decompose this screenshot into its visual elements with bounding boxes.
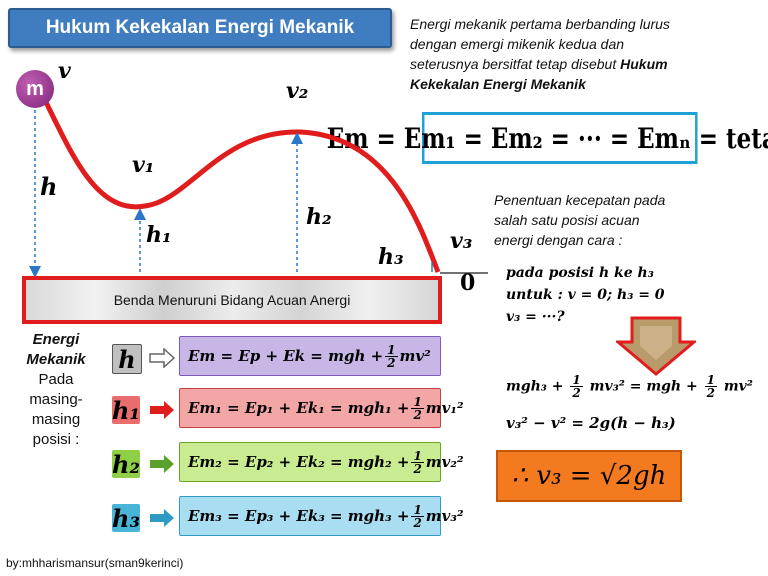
right-arrow-icon — [149, 348, 176, 368]
left-label-4: masing- — [29, 391, 83, 408]
track-diagram — [29, 88, 488, 278]
reference-ground: Benda Menuruni Bidang Acuan Anergi — [22, 276, 442, 324]
fraction-num: 1 — [385, 342, 398, 357]
h2-badge: h₂ — [112, 449, 140, 479]
step-3: v₃ = ···? — [506, 309, 565, 325]
row-h3-tail: mv₃² — [425, 507, 464, 525]
fraction-num: 1 — [411, 448, 424, 463]
step-2: untuk : v = 0; h₃ = 0 — [506, 287, 665, 303]
fraction-num: 1 — [570, 373, 583, 387]
v-label: v — [58, 58, 71, 84]
fraction-num: 1 — [411, 502, 424, 517]
h-label: h — [40, 172, 58, 201]
h-badge: h — [112, 344, 142, 374]
row-h1-tail: mv₁² — [425, 399, 464, 417]
down-arrow-icon — [616, 316, 696, 376]
h1-label: h₁ — [146, 222, 172, 248]
fraction-num: 1 — [411, 394, 424, 409]
left-label: Energi Mekanik Pada masing- masing posis… — [14, 330, 98, 450]
right-arrow-icon — [150, 455, 174, 473]
intro-line-4: Kekekalan Energi Mekanik — [410, 74, 760, 94]
penentuan-paragraph: Penentuan kecepatan pada salah satu posi… — [494, 190, 754, 250]
h1-badge: h₁ — [112, 395, 140, 425]
intro-line-3-text: seterusnya bersitfat tetap disebut — [410, 56, 621, 72]
fraction-den: 2 — [572, 386, 581, 400]
fraction-den: 2 — [413, 515, 422, 530]
intro-line-1: Energi mekanik pertama berbanding lurus — [410, 16, 670, 32]
row-h-lhs: Em = Ep + Ek = mgh + — [188, 347, 384, 365]
zero-label: 0 — [460, 270, 476, 296]
mass-ball: m — [16, 70, 54, 108]
author-credit: by:mhharismansur(sman9kerinci) — [6, 556, 184, 570]
row-h2-lhs: Em₂ = Ep₂ + Ek₂ = mgh₂ + — [188, 453, 410, 471]
intro-paragraph: Energi mekanik pertama berbanding lurus … — [410, 14, 760, 94]
right-arrow-icon — [150, 401, 174, 419]
penentuan-steps: pada posisi h ke h₃ untuk : v = 0; h₃ = … — [506, 262, 665, 328]
left-label-3: Pada — [38, 371, 74, 388]
solution-box: ∴ v₃ = √2gh — [496, 450, 682, 502]
right-arrow-icon — [150, 509, 174, 527]
derivation-eq2: v₃² − v² = 2g(h − h₃) — [506, 414, 676, 432]
v1-label: v₁ — [132, 152, 155, 178]
h3-label: h₃ — [378, 244, 404, 270]
left-label-5: masing — [31, 411, 81, 428]
deriv-part-b: mv₃² = mgh + — [589, 378, 703, 395]
page-title: Hukum Kekekalan Energi Mekanik — [8, 8, 392, 48]
row-h-tail: mv² — [399, 347, 431, 365]
intro-line-2: dengan emergi mikenik kedua dan — [410, 36, 625, 52]
intro-line-4-bold: Kekekalan Energi Mekanik — [410, 76, 586, 92]
h2-label: h₂ — [306, 204, 332, 230]
fraction-den: 2 — [413, 407, 422, 422]
row-h1-lhs: Em₁ = Ep₁ + Ek₁ = mgh₁ + — [188, 399, 410, 417]
step-1: pada posisi h ke h₃ — [506, 265, 654, 281]
penentuan-line-3: energi dengan cara : — [494, 232, 623, 248]
fraction-den: 2 — [413, 461, 422, 476]
track-curve — [37, 88, 441, 273]
v2-label: v₂ — [286, 78, 309, 104]
penentuan-line-2: salah satu posisi acuan — [494, 212, 640, 228]
fraction-num: 1 — [704, 373, 717, 387]
left-label-1: Energi — [32, 331, 80, 348]
fraction-den: 2 — [387, 355, 396, 370]
fraction-den: 2 — [706, 386, 715, 400]
deriv-part-a: mgh₃ + — [506, 378, 569, 395]
intro-line-3-bold: Hukum — [620, 56, 668, 72]
left-label-6: posisi : — [32, 431, 80, 448]
intro-line-3: seterusnya bersitfat tetap disebut Hukum — [410, 54, 760, 74]
h3-badge: h₃ — [112, 503, 140, 533]
row-h3-lhs: Em₃ = Ep₃ + Ek₃ = mgh₃ + — [188, 507, 410, 525]
deriv-part-c: mv² — [723, 378, 753, 395]
v3-label: v₃ — [450, 228, 473, 254]
penentuan-line-1: Penentuan kecepatan pada — [494, 192, 666, 208]
row-h2-tail: mv₂² — [425, 453, 464, 471]
conservation-equation: Em = Em₁ = Em₂ = ··· = Emₙ = tetap — [327, 112, 768, 164]
left-label-2: Mekanik — [26, 351, 86, 368]
